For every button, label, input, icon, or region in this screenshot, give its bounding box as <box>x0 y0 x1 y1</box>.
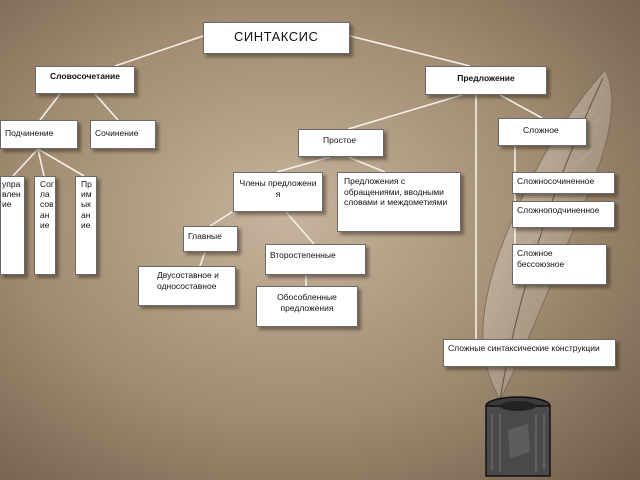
node-slovosochetanie: Словосочетание <box>35 66 135 94</box>
node-obosoblennye: Обособленные предложения <box>256 286 358 327</box>
node-obrashcheniya: Предложения с обращениями, вводными слов… <box>337 172 461 232</box>
inkwell-icon <box>485 396 551 477</box>
node-sochinenie: Сочинение <box>90 120 156 149</box>
node-konstruktsii: Сложные синтаксические конструкции <box>443 339 616 367</box>
diagram-title: СИНТАКСИС <box>234 29 319 44</box>
node-primykanie: Примыкание <box>75 176 97 275</box>
node-podchinenie: Подчинение <box>0 120 78 149</box>
node-glavnye: Главные <box>183 226 238 252</box>
node-dvusostavnoe: Двусоставное и односоставное <box>138 266 236 306</box>
node-chleny: Члены предложения <box>233 172 323 212</box>
node-vtorostepennye: Второстепенные <box>265 244 366 275</box>
node-predlozhenie: Предложение <box>425 66 547 95</box>
node-slozhnosochinennoe: Сложносочиненное <box>512 172 615 194</box>
node-upravlenie: управление <box>0 176 25 275</box>
node-slozhnopodchinennoe: Сложноподчиненное <box>512 201 615 228</box>
node-bessoyuznoe: Сложное бессоюзное <box>512 244 607 285</box>
title-box: СИНТАКСИС <box>203 22 350 54</box>
node-prostoe: Простое <box>298 129 384 157</box>
node-soglasovanie: Согласование <box>34 176 56 275</box>
node-slozhnoe: Сложное <box>498 118 587 146</box>
